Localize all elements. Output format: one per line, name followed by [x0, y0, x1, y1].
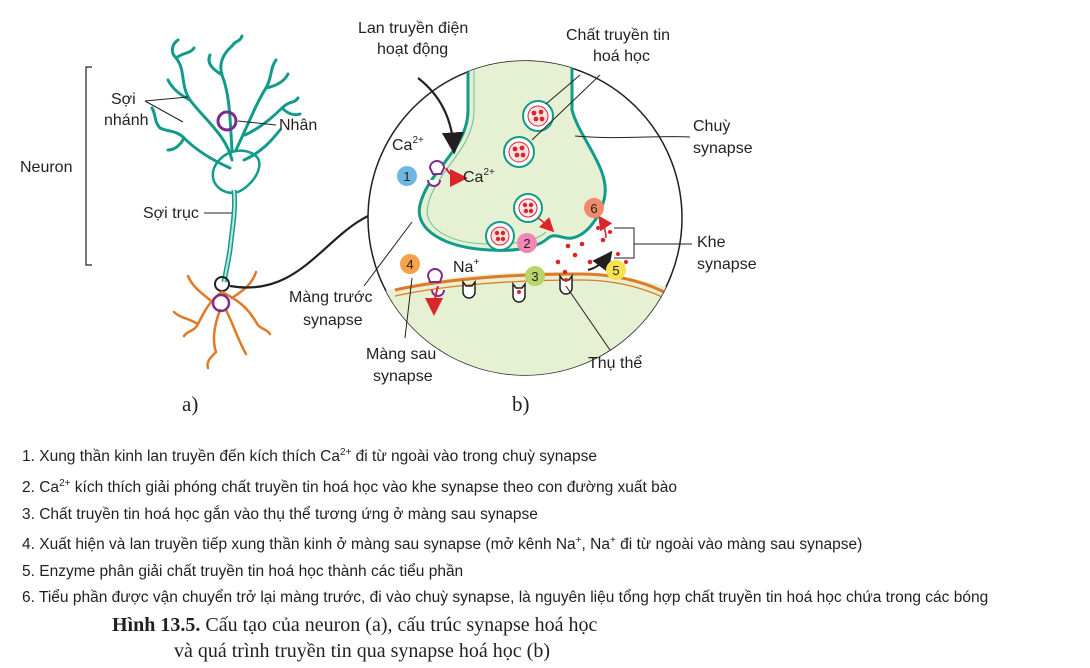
- propagation-label-2: hoạt động: [377, 41, 448, 58]
- svg-text:5: 5: [612, 263, 619, 278]
- axon-label: Sợi trục: [143, 205, 199, 222]
- step-badge-4: 4: [400, 254, 420, 274]
- step-item-2: 2. Ca2+ kích thích giải phóng chất truyề…: [22, 477, 677, 496]
- step-item-6: 6. Tiểu phần được vận chuyển trở lại màn…: [22, 589, 989, 607]
- ca-influx-arrow: [445, 167, 468, 187]
- neuron-bracket: [85, 66, 92, 266]
- target-nucleus-circle: [211, 293, 231, 313]
- step-list: 1. Xung thần kinh lan truyền đến kích th…: [22, 440, 1087, 612]
- dendrites: [150, 34, 302, 170]
- sub-label-a: a): [182, 392, 198, 416]
- figure-diagram: Neuron Sợi nhánh Nhân Sợi trục a): [20, 20, 757, 416]
- step-item-4: 4. Xuất hiện và lan truyền tiếp xung thầ…: [22, 535, 863, 554]
- cell-body: [211, 149, 261, 195]
- step-badge-1: 1: [397, 166, 417, 186]
- svg-text:3: 3: [531, 269, 538, 284]
- step-badge-2: 2: [517, 233, 537, 253]
- transmitter-label-2: hoá học: [593, 48, 650, 65]
- enzyme-arrow: [587, 250, 613, 273]
- neuron-illustration: Neuron Sợi nhánh Nhân Sợi trục a): [20, 34, 400, 416]
- step-badge-3: 3: [525, 266, 545, 286]
- dendrite-label-2: nhánh: [104, 112, 149, 129]
- cleft-label-2: synapse: [697, 256, 757, 273]
- sub-label-b: b): [512, 392, 530, 416]
- step-badge-5: 5: [606, 260, 626, 280]
- receptors: [462, 273, 573, 303]
- vesicle: [522, 100, 554, 132]
- neuron-label: Neuron: [20, 159, 72, 176]
- caption-line-2: và quá trình truyền tin qua synapse hoá …: [174, 640, 551, 662]
- caption-line-1: Cấu tạo của neuron (a), cấu trúc synapse…: [200, 614, 598, 636]
- step-item-1: 1. Xung thần kinh lan truyền đến kích th…: [22, 447, 597, 466]
- vesicle-move-arrow: [537, 216, 555, 233]
- pre-membrane-label-1: Màng trước: [289, 289, 372, 306]
- na-channel: [426, 268, 445, 297]
- ca-label-outside: Ca2+: [392, 135, 424, 154]
- terminal-label-2: synapse: [693, 140, 753, 157]
- vesicle: [503, 136, 535, 168]
- axon: [221, 189, 237, 283]
- reuptake-arrow: [598, 215, 613, 239]
- step-item-5: 5. Enzyme phân giải chất truyền tin hoá …: [22, 562, 464, 580]
- vesicles: [485, 100, 554, 251]
- na-label: Na+: [453, 257, 479, 276]
- dendrite-label-1: Sợi: [111, 91, 136, 108]
- nucleus-label: Nhân: [279, 117, 317, 134]
- vesicle: [485, 221, 515, 251]
- vesicle: [513, 193, 543, 223]
- nucleus-circle: [216, 110, 238, 132]
- ca-channel: [427, 160, 446, 187]
- svg-text:2: 2: [523, 236, 530, 251]
- neurotransmitter-particles: [555, 226, 628, 275]
- ca-label-inside: Ca2+: [463, 167, 495, 186]
- axon-terminal-ring: [214, 276, 230, 292]
- synapse-illustration: 1 2 3 4 5 6 Ca2+ Ca2+ Na+ Lan truyền điệ…: [289, 20, 757, 416]
- propagation-arrow: [417, 77, 464, 155]
- transmitter-label-1: Chất truyền tin: [566, 27, 670, 44]
- terminal-label-1: Chuỳ: [693, 118, 730, 135]
- cleft-label-1: Khe: [697, 234, 726, 251]
- svg-text:6: 6: [590, 201, 597, 216]
- figure-number: Hình 13.5.: [112, 614, 201, 636]
- step-item-3: 3. Chất truyền tin hoá học gắn vào thụ t…: [22, 505, 538, 523]
- figure-caption: Hình 13.5. Cấu tạo của neuron (a), cấu t…: [112, 612, 597, 664]
- post-membrane-label-2: synapse: [373, 368, 433, 385]
- step-badge-6: 6: [584, 198, 604, 218]
- svg-text:4: 4: [406, 257, 413, 272]
- pre-membrane-label-2: synapse: [303, 312, 363, 329]
- post-membrane-label-1: Màng sau: [366, 346, 436, 363]
- receptor-label: Thụ thể: [588, 354, 642, 372]
- propagation-label-1: Lan truyền điện: [358, 20, 468, 37]
- na-influx-arrow: [425, 285, 444, 316]
- svg-text:1: 1: [403, 169, 410, 184]
